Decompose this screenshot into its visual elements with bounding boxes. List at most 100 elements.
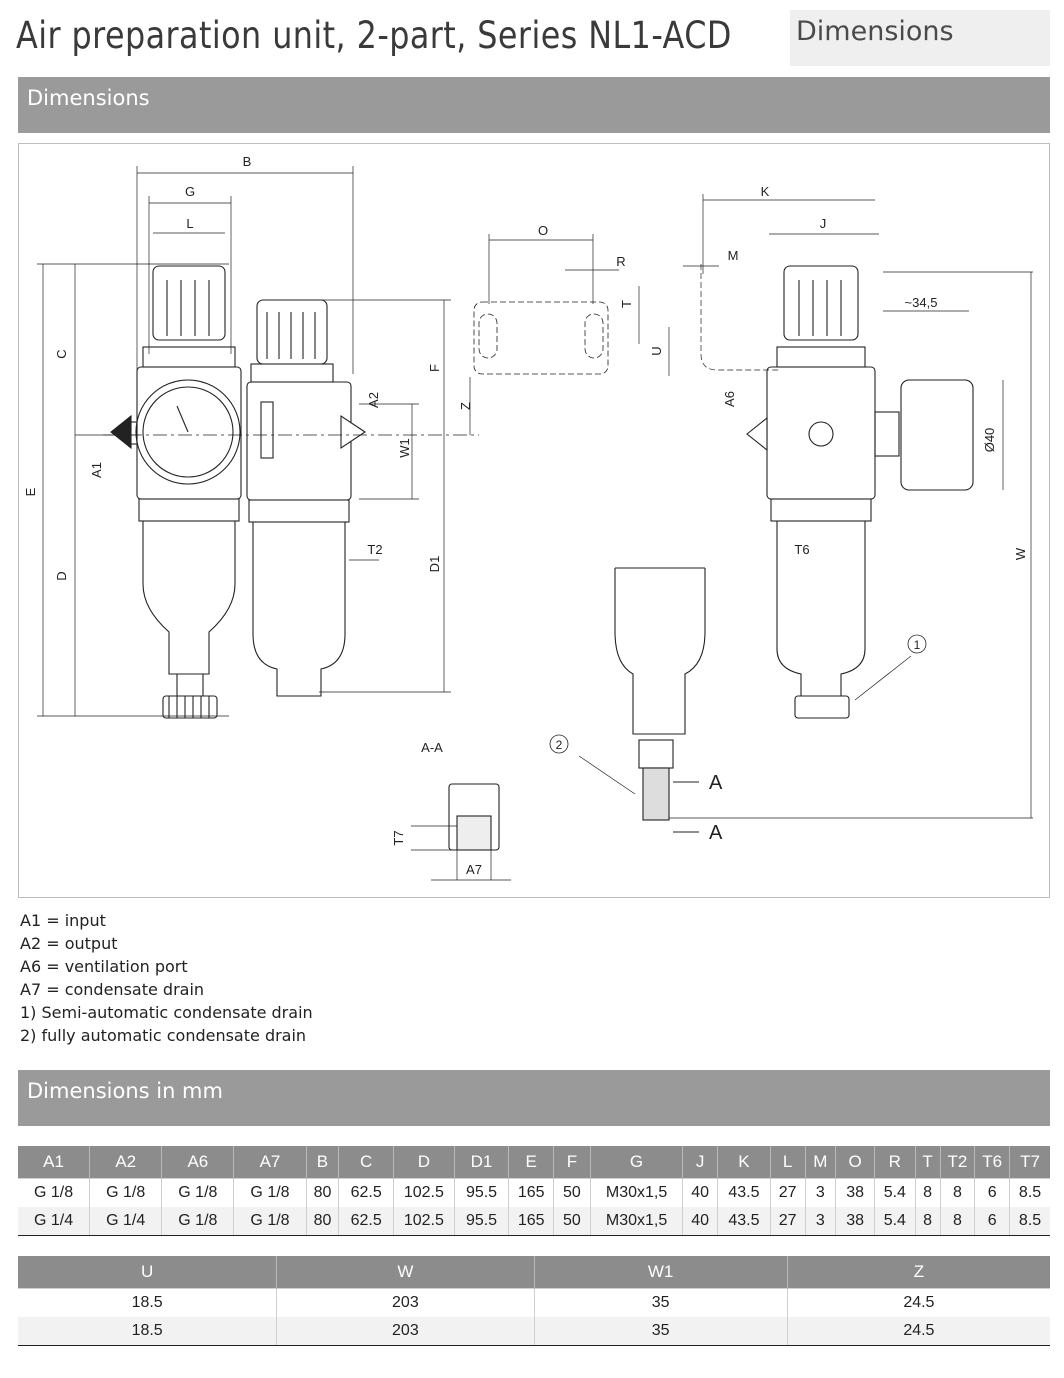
table-cell: G 1/8 <box>233 1207 307 1236</box>
table-cell: G 1/8 <box>161 1178 234 1207</box>
dim-label-m: M <box>728 248 739 263</box>
section-mark-a-top: A <box>709 772 723 794</box>
column-header: U <box>18 1256 277 1289</box>
dim-label-t7: T7 <box>391 830 406 845</box>
section-header-dimensions-mm: Dimensions in mm <box>18 1070 1050 1126</box>
table-cell: 35 <box>533 1288 788 1317</box>
table-cell: G 1/8 <box>89 1178 162 1207</box>
dim-label-a6: A6 <box>722 391 737 407</box>
dim-label-approx: ~34,5 <box>905 295 938 310</box>
column-header: F <box>553 1146 591 1179</box>
dim-label-j: J <box>820 216 827 231</box>
table-cell: 40 <box>682 1178 718 1207</box>
legend: A1 = input A2 = output A6 = ventilation … <box>20 909 313 1047</box>
table-cell: 102.5 <box>393 1178 455 1207</box>
column-header: T7 <box>1009 1146 1050 1179</box>
table-cell: 80 <box>305 1178 339 1207</box>
column-header: W1 <box>533 1256 788 1289</box>
dim-label-b: B <box>243 154 252 169</box>
legend-item: A6 = ventilation port <box>20 957 188 976</box>
table-cell: M30x1,5 <box>589 1178 683 1207</box>
legend-item: 1) Semi-automatic condensate drain <box>20 1003 313 1022</box>
table-cell: 35 <box>533 1317 788 1346</box>
table-cell: G 1/4 <box>18 1207 90 1236</box>
legend-item: 2) fully automatic condensate drain <box>20 1026 307 1045</box>
dim-label-a2: A2 <box>366 392 381 408</box>
table-cell: 50 <box>553 1207 591 1236</box>
table-cell: 8.5 <box>1009 1207 1050 1236</box>
table-cell: M30x1,5 <box>589 1207 683 1236</box>
table-cell: 8 <box>914 1207 940 1236</box>
table-cell: 8 <box>914 1178 940 1207</box>
table-cell: 8.5 <box>1009 1178 1050 1207</box>
dim-label-t2: T2 <box>367 542 382 557</box>
section-mark-a-bottom: A <box>709 822 723 844</box>
table-cell: 5.4 <box>873 1207 916 1236</box>
dim-label-u: U <box>649 346 664 355</box>
column-header: Z <box>786 1256 1050 1289</box>
page-title: Air preparation unit, 2-part, Series NL1… <box>16 14 732 57</box>
column-header: W <box>276 1256 534 1289</box>
section-tab-dimensions[interactable]: Dimensions <box>790 10 1050 66</box>
legend-item: A7 = condensate drain <box>20 980 205 999</box>
column-header: T <box>914 1146 940 1179</box>
dim-label-d: D <box>54 571 69 580</box>
drain-detail: 2 A A <box>549 567 723 844</box>
column-header: A1 <box>18 1146 90 1179</box>
dim-label-g: G <box>185 184 195 199</box>
dim-label-z: Z <box>458 402 473 410</box>
unit-front-view <box>103 265 479 719</box>
column-header: B <box>305 1146 339 1179</box>
dim-label-t6: T6 <box>794 542 809 557</box>
table-cell: 38 <box>835 1207 875 1236</box>
column-header: E <box>508 1146 554 1179</box>
dim-label-w1: W1 <box>397 438 412 458</box>
column-header: L <box>769 1146 805 1179</box>
legend-item: A1 = input <box>20 911 106 930</box>
table-cell: 50 <box>553 1178 591 1207</box>
unit-side-view: 1 <box>659 265 1033 819</box>
dim-label-d1: D1 <box>427 556 442 573</box>
table-cell: 38 <box>835 1178 875 1207</box>
table-cell: 6 <box>974 1207 1010 1236</box>
dim-label-c: C <box>54 349 69 358</box>
dim-label-k: K <box>761 184 770 199</box>
table-cell: 203 <box>276 1288 534 1317</box>
table-cell: 5.4 <box>873 1178 916 1207</box>
table-cell: 27 <box>769 1178 805 1207</box>
technical-drawing: B G L C E D A1 A2 W1 F Z D1 T2 O R T U K… <box>18 143 1050 898</box>
dim-label-o: O <box>538 223 548 238</box>
column-header: A2 <box>89 1146 162 1179</box>
column-header: G <box>589 1146 683 1179</box>
table-cell: 3 <box>804 1207 836 1236</box>
section-a-a: A-A T7 A7 <box>391 740 511 881</box>
table-cell: 165 <box>508 1207 554 1236</box>
dim-label-l: L <box>186 216 193 231</box>
table-cell: G 1/8 <box>18 1178 90 1207</box>
table-cell: 203 <box>276 1317 534 1346</box>
legend-item: A2 = output <box>20 934 118 953</box>
column-header: O <box>835 1146 875 1179</box>
table-cell: 43.5 <box>717 1207 771 1236</box>
section-title-aa: A-A <box>421 740 443 755</box>
table-cell: 43.5 <box>717 1178 771 1207</box>
dim-label-f: F <box>427 364 442 372</box>
dim-label-t: T <box>619 300 634 308</box>
table-cell: 8 <box>939 1178 975 1207</box>
column-header: T6 <box>974 1146 1010 1179</box>
dim-label-a7: A7 <box>466 862 482 877</box>
column-header: A6 <box>161 1146 234 1179</box>
table-cell: 24.5 <box>786 1288 1050 1317</box>
table-cell: G 1/8 <box>233 1178 307 1207</box>
dim-label-dia40: Ø40 <box>982 428 997 453</box>
table-cell: 62.5 <box>338 1207 394 1236</box>
table-cell: 8 <box>939 1207 975 1236</box>
column-header: T2 <box>939 1146 975 1179</box>
table-cell: 95.5 <box>453 1207 509 1236</box>
table-cell: 62.5 <box>338 1178 394 1207</box>
